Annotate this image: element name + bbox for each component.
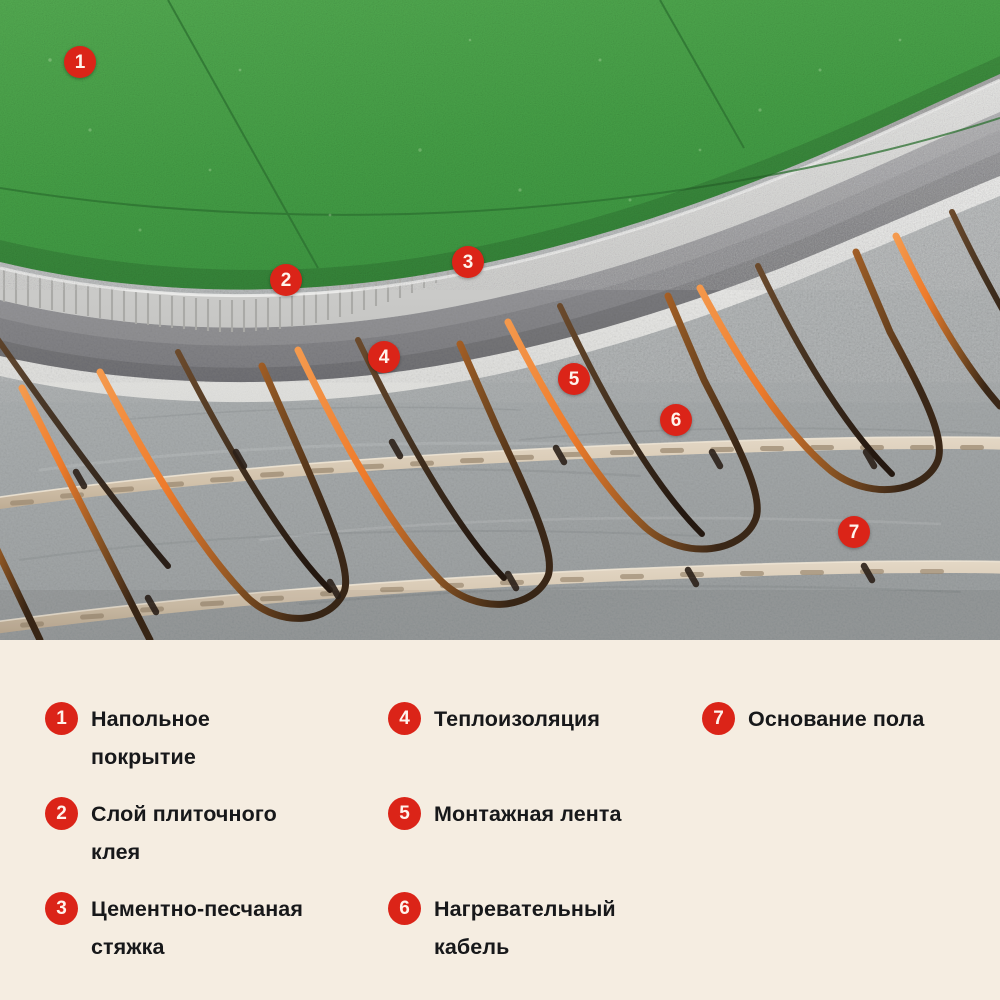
legend-label-7: Основание пола: [748, 707, 925, 731]
legend-label-5: Монтажная лента: [434, 802, 622, 826]
legend-label-2: Слой плиточного клея: [91, 802, 277, 864]
mounting-tape-strip: [0, 436, 1000, 510]
legend-badge-5: 5: [388, 797, 421, 830]
underfloor-heating-cutaway-svg: [0, 0, 1000, 640]
legend-badge-6: 6: [388, 892, 421, 925]
tile-seams: [0, 0, 1000, 269]
legend-item-6[interactable]: 6 Нагревательный кабель: [388, 890, 616, 966]
marker-5[interactable]: 5: [558, 363, 590, 395]
legend-item-5[interactable]: 5 Монтажная лента: [388, 795, 622, 833]
legend-label-4: Теплоизоляция: [434, 707, 600, 731]
cable-clip: [72, 438, 878, 616]
marker-2[interactable]: 2: [270, 264, 302, 296]
marker-6[interactable]: 6: [660, 404, 692, 436]
legend-panel: 1 Напольное покрытие 2 Слой плиточного к…: [0, 640, 1000, 1000]
legend-item-2[interactable]: 2 Слой плиточного клея: [45, 795, 277, 871]
illustration-panel: 1 2 3 4 5 6 7: [0, 0, 1000, 640]
legend-label-6: Нагревательный кабель: [434, 897, 616, 959]
layer-heating-cable: [0, 209, 1000, 640]
legend-badge-3: 3: [45, 892, 78, 925]
marker-1[interactable]: 1: [64, 46, 96, 78]
legend-item-1[interactable]: 1 Напольное покрытие: [45, 700, 210, 776]
legend-badge-1: 1: [45, 702, 78, 735]
legend-item-4[interactable]: 4 Теплоизоляция: [388, 700, 600, 738]
legend-item-3[interactable]: 3 Цементно-песчаная стяжка: [45, 890, 303, 966]
layer-cement-sand-screed: [0, 112, 1000, 383]
legend-badge-2: 2: [45, 797, 78, 830]
marker-7[interactable]: 7: [838, 516, 870, 548]
turf-speckle: [48, 38, 902, 232]
legend-label-3: Цементно-песчаная стяжка: [91, 897, 303, 959]
marker-4[interactable]: 4: [368, 341, 400, 373]
layer-floor-covering: [0, 0, 1000, 290]
legend-badge-4: 4: [388, 702, 421, 735]
marker-3[interactable]: 3: [452, 246, 484, 278]
legend-badge-7: 7: [702, 702, 735, 735]
legend-label-1: Напольное покрытие: [91, 707, 210, 769]
legend-item-7[interactable]: 7 Основание пола: [702, 700, 924, 738]
